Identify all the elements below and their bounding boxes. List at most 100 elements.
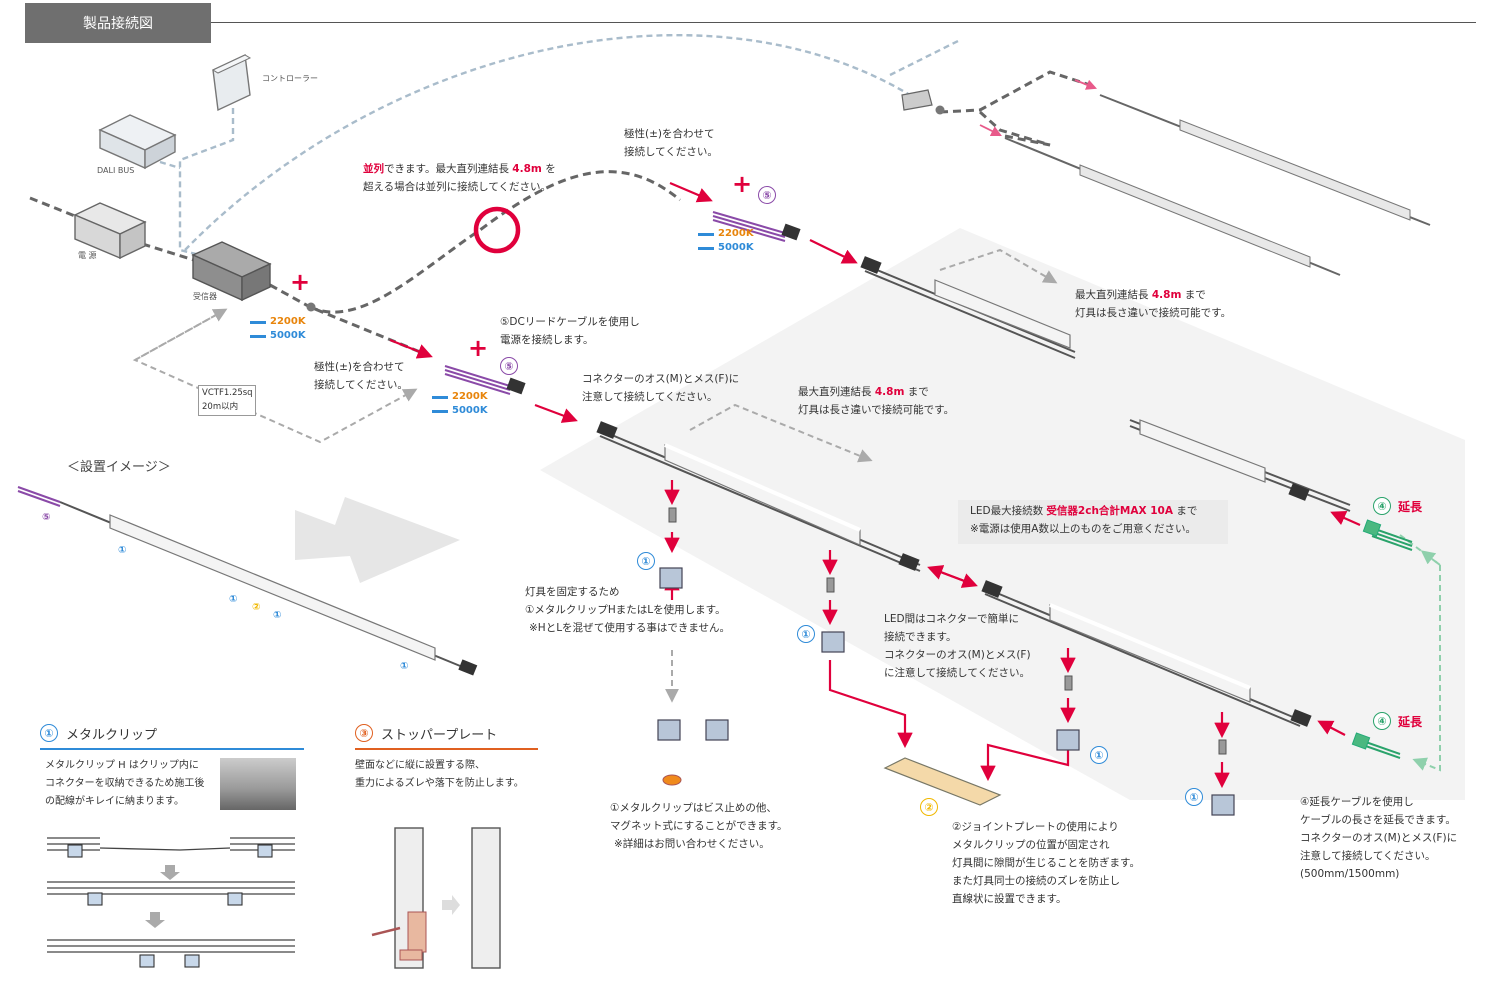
badge-one-small: ① — [273, 610, 282, 621]
ctemp-warm: 2200K — [718, 228, 754, 239]
ctemp-cool: 5000K — [718, 242, 754, 253]
header-title: 製品接続図 — [83, 16, 153, 32]
ctemp-warm: 2200K — [270, 316, 306, 327]
stopper-num: ③ — [355, 724, 373, 742]
joint-line5: 直線状に設置できます。 — [952, 893, 1067, 905]
led-conn-note: LED間はコネクターで簡単に 接続できます。 コネクターのオス(M)とメス(F)… — [884, 610, 1031, 682]
led-max-line2: ※電源は使用A数以上のものをご用意ください。 — [970, 523, 1196, 535]
polarity-top-line2: 接続してください。 — [624, 146, 718, 158]
polarity-note-left: 極性(±)を合わせて 接続してください。 — [314, 358, 408, 394]
vctf-line1: VCTF1.25sq — [202, 388, 253, 398]
metal-clip-desc: メタルクリップ H はクリップ内に コネクターを収納できるため施工後 の配線がキ… — [45, 757, 204, 811]
ctemp-cool: 5000K — [452, 405, 488, 416]
metal-clip-line2: コネクターを収納できるため施工後 — [45, 778, 205, 789]
parallel-line2: 超える場合は並列に接続してください。 — [363, 181, 552, 193]
joint-line2: メタルクリップの位置が固定され — [952, 839, 1110, 851]
extension-label: 延長 — [1398, 715, 1423, 729]
max-serial-a-text2: まで — [1184, 289, 1206, 301]
ext-cable-line4: 注意して接続してください。 — [1300, 850, 1436, 862]
dc-lead-line2: 電源を接続します。 — [500, 334, 594, 346]
ctemp-warm: 2200K — [452, 391, 488, 402]
metal-clip-num: ① — [40, 724, 58, 742]
joint-line1: ②ジョイントプレートの使用により — [952, 821, 1119, 833]
magnet-note: ①メタルクリップはビス止めの他、 マグネット式にすることができます。 ※詳細はお… — [610, 799, 788, 853]
max-serial-b-text1: 最大直列連結長 — [798, 386, 872, 398]
parallel-value: 4.8m — [512, 163, 542, 175]
led-conn-line3: コネクターのオス(M)とメス(F) — [884, 649, 1031, 661]
stopper-line2: 重力によるズレや落下を防止します。 — [355, 778, 524, 789]
stopper-title: ストッパープレート — [381, 727, 498, 743]
dalibus-label: DALI BUS — [97, 166, 135, 175]
led-max-value: 受信器2ch合計MAX 10A — [1046, 505, 1173, 517]
badge-five-small: ⑤ — [42, 512, 51, 523]
fixing-line1: 灯具を固定するため — [525, 586, 620, 598]
badge-two-small: ② — [252, 602, 261, 613]
max-serial-b-value: 4.8m — [874, 386, 905, 398]
ctemp-cool: 5000K — [270, 330, 306, 341]
plus-icon: + — [732, 170, 753, 198]
badge-one: ① — [797, 625, 815, 643]
stopper-desc: 壁面などに縦に設置する際、 重力によるズレや落下を防止します。 — [355, 757, 524, 793]
led-max-text2: まで — [1176, 505, 1198, 517]
badge-five: ⑤ — [500, 357, 518, 375]
ctemp-legend-receiver: 2200K 5000K — [250, 315, 306, 343]
magnet-line1: ①メタルクリップはビス止めの他、 — [610, 802, 777, 814]
ext-cable-line3: コネクターのオス(M)とメス(F)に — [1300, 832, 1458, 844]
fixing-note: 灯具を固定するため ①メタルクリップHまたはLを使用します。 ※HとLを混ぜて使… — [525, 583, 730, 637]
fixing-line3: ※HとLを混ぜて使用する事はできません。 — [529, 622, 731, 634]
magnet-line2: マグネット式にすることができます。 — [610, 820, 788, 832]
badge-one: ① — [1090, 746, 1108, 764]
max-serial-b-line2: 灯具は長さ違いで接続可能です。 — [798, 404, 955, 416]
led-conn-line2: 接続できます。 — [884, 631, 957, 643]
plus-icon: + — [290, 268, 311, 296]
plus-icon: + — [468, 334, 489, 362]
ext-cable-line5: (500mm/1500mm) — [1300, 868, 1400, 880]
max-serial-note-b: 最大直列連結長 4.8m まで 灯具は長さ違いで接続可能です。 — [798, 383, 954, 419]
joint-line3: 灯具間に隙間が生じることを防ぎます。 — [952, 857, 1140, 869]
controller-label: コントローラー — [262, 74, 318, 83]
metal-clip-line3: の配線がキレイに納まります。 — [45, 796, 184, 807]
badge-one-small: ① — [229, 594, 238, 605]
max-serial-a-line2: 灯具は長さ違いで接続可能です。 — [1075, 307, 1232, 319]
max-serial-a-text1: 最大直列連結長 — [1075, 289, 1149, 301]
polarity-left-line1: 極性(±)を合わせて — [314, 361, 405, 373]
badge-one: ① — [1185, 788, 1203, 806]
parallel-highlight: 並列 — [363, 163, 384, 175]
vctf-box: VCTF1.25sq 20m以内 — [198, 385, 256, 416]
badge-four: ④ — [1373, 712, 1391, 730]
max-serial-a-value: 4.8m — [1151, 289, 1182, 301]
dc-lead-line1: ⑤DCリードケーブルを使用し — [500, 316, 640, 328]
led-conn-line4: に注意して接続してください。 — [884, 667, 1031, 679]
badge-five: ⑤ — [758, 186, 776, 204]
metal-clip-line1: メタルクリップ H はクリップ内に — [45, 760, 199, 771]
power-label: 電 源 — [78, 251, 97, 260]
connector-line1: コネクターのオス(M)とメス(F)に — [582, 373, 740, 385]
install-image-title: ＜設置イメージ＞ — [67, 460, 171, 475]
magnet-line3: ※詳細はお問い合わせください。 — [614, 838, 770, 850]
header-tab: 製品接続図 — [25, 3, 211, 43]
badge-two: ② — [920, 798, 938, 816]
led-max-text1: LED最大接続数 — [970, 505, 1044, 517]
joint-line4: また灯具同士の接続のズレを防止し — [952, 875, 1120, 887]
badge-one-small: ① — [400, 661, 409, 672]
badge-one: ① — [637, 552, 655, 570]
ext-cable-line2: ケーブルの長さを延長できます。 — [1300, 814, 1456, 826]
polarity-left-line2: 接続してください。 — [314, 379, 408, 391]
led-max-box — [958, 500, 1228, 544]
max-serial-note-a: 最大直列連結長 4.8m まで 灯具は長さ違いで接続可能です。 — [1075, 286, 1231, 322]
stopper-line1: 壁面などに縦に設置する際、 — [355, 760, 485, 771]
connector-note: コネクターのオス(M)とメス(F)に 注意して接続してください。 — [582, 370, 739, 406]
parallel-note: 並列できます。最大直列連結長 4.8m を 超える場合は並列に接続してください。 — [363, 160, 556, 196]
vctf-line2: 20m以内 — [202, 402, 239, 412]
receiver-label: 受信器 — [193, 292, 217, 301]
dc-lead-note: ⑤DCリードケーブルを使用し 電源を接続します。 — [500, 313, 640, 349]
connector-line2: 注意して接続してください。 — [582, 391, 718, 403]
ext-cable-note: ④延長ケーブルを使用し ケーブルの長さを延長できます。 コネクターのオス(M)と… — [1300, 793, 1457, 883]
fixing-line2: ①メタルクリップHまたはLを使用します。 — [525, 604, 726, 616]
extension-label: 延長 — [1398, 500, 1423, 514]
joint-note: ②ジョイントプレートの使用により メタルクリップの位置が固定され 灯具間に隙間が… — [952, 818, 1140, 908]
parallel-text1: できます。最大直列連結長 — [384, 163, 509, 175]
parallel-text2: を — [545, 163, 556, 175]
metal-clip-photo — [220, 758, 296, 810]
